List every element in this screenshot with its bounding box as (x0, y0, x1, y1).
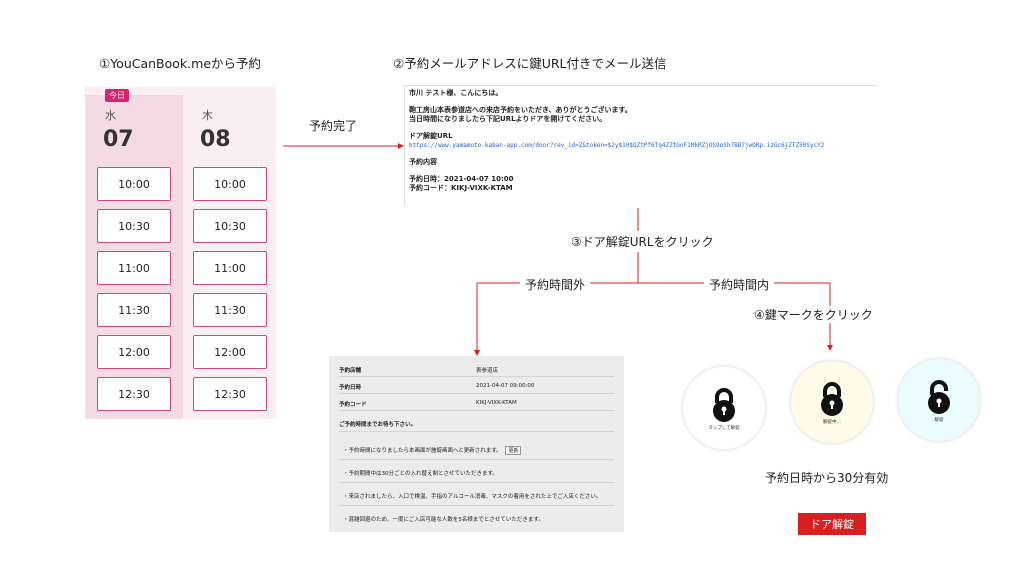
day-of-week-wed: 水 (105, 109, 116, 122)
time-slot-button[interactable]: 10:00 (193, 167, 267, 201)
lock-button-tap[interactable]: タップして解錠 (683, 367, 765, 449)
lock-button-unlocking[interactable]: 解錠中… (791, 361, 873, 443)
outside-hours-label: 予約時間外 (520, 276, 591, 293)
divider (339, 505, 614, 506)
email-body-2: 当日時間になりましたら下記URLよりドアを開けてください。 (409, 115, 607, 123)
time-slot-button[interactable]: 10:00 (97, 167, 171, 201)
time-slot-button[interactable]: 11:30 (193, 293, 267, 327)
divider (339, 459, 614, 460)
time-slot-button[interactable]: 11:00 (193, 251, 267, 285)
row-value: KIKJ-VIXK-KTAM (476, 400, 517, 406)
arrowhead-to-email (398, 143, 404, 149)
reservation-waiting-screen: 予約店舗 表参道店 予約日時 2021-04-07 09:00:00 予約コード… (329, 356, 624, 532)
reservation-row: 予約コード KIKJ-VIXK-KTAM (339, 394, 614, 411)
time-slot-button[interactable]: 12:00 (193, 335, 267, 369)
lock-caption: 解錠中… (823, 420, 841, 425)
email-url-heading: ドア解錠URL (409, 132, 453, 140)
booking-calendar: 今日 水 07 木 08 10:00 10:30 11:00 11:30 12:… (85, 87, 276, 419)
email-detail-heading: 予約内容 (409, 158, 437, 166)
row-value: 表参道店 (476, 368, 499, 374)
padlock-closed-icon (821, 382, 843, 416)
day-number-07: 07 (103, 127, 134, 152)
note-line: ・混雑回避のため、一度にご入店可能な人数を5名様までとさせていただきます。 (343, 517, 544, 523)
reservation-email: 市川 テスト様、こんにちは。 鞄工房山本表参道店への来店予約をいただき、ありがと… (404, 85, 877, 205)
row-key: 予約コード (339, 402, 367, 408)
door-unlock-button[interactable]: ドア解錠 (798, 513, 866, 535)
reservation-row: 予約日時 2021-04-07 09:00:00 (339, 377, 614, 394)
padlock-open-icon (928, 380, 950, 414)
email-body-1: 鞄工房山本表参道店への来店予約をいただき、ありがとうございます。 (409, 106, 632, 114)
lock-caption: タップして解錠 (708, 426, 740, 431)
lock-caption: 解錠 (934, 418, 944, 423)
step1-title: ①YouCanBook.meから予約 (99, 56, 262, 71)
email-code: 予約コード：KIKJ-VIXK-KTAM (409, 184, 513, 192)
row-key: 予約日時 (339, 385, 362, 391)
today-badge: 今日 (105, 89, 129, 102)
time-slot-button[interactable]: 10:30 (193, 209, 267, 243)
reservation-row: 予約店舗 表参道店 (339, 360, 614, 377)
note-line: ・予約期間中は30分ごとの入れ替え制とさせていただきます。 (343, 471, 498, 477)
wait-message: ご予約時間までお待ち下さい。 (339, 422, 417, 428)
divider (339, 482, 614, 483)
time-slot-button[interactable]: 10:30 (97, 209, 171, 243)
lock-button-unlocked[interactable]: 解錠 (898, 359, 980, 441)
arrowhead-outside (474, 350, 480, 356)
time-slot-button[interactable]: 12:00 (97, 335, 171, 369)
row-key: 予約店舗 (339, 368, 362, 374)
email-greeting: 市川 テスト様、こんにちは。 (409, 89, 503, 97)
time-slot-button[interactable]: 11:30 (97, 293, 171, 327)
row-value: 2021-04-07 09:00:00 (476, 383, 535, 389)
time-slot-button[interactable]: 12:30 (97, 377, 171, 411)
reserve-done-label: 予約完了 (309, 117, 358, 134)
note-line: ・予約時間になりましたら本画面が施錠画面へと更新されます。 更新 (343, 446, 522, 455)
divider (339, 431, 614, 432)
update-button[interactable]: 更新 (505, 446, 522, 455)
padlock-closed-icon (713, 388, 735, 422)
step2-title: ②予約メールアドレスに鍵URL付きでメール送信 (393, 56, 667, 71)
validity-note: 予約日時から30分有効 (765, 471, 889, 485)
note-text: ・予約時間になりましたら本画面が施錠画面へと更新されます。 (343, 448, 502, 454)
door-unlock-url-link[interactable]: https://www.yamamoto-kaban-app.com/door?… (409, 142, 825, 149)
time-slot-button[interactable]: 11:00 (97, 251, 171, 285)
step4-title: ④鍵マークをクリック (754, 306, 873, 323)
arrowhead-inside (827, 345, 833, 351)
note-line: ・来店されましたら、入口で検温、手指のアルコール消毒、マスクの着用をされた上でご… (343, 494, 602, 500)
day-of-week-thu: 木 (202, 109, 213, 122)
time-slot-button[interactable]: 12:30 (193, 377, 267, 411)
email-datetime: 予約日時：2021-04-07 10:00 (409, 175, 514, 183)
step3-title: ③ドア解錠URLをクリック (568, 233, 717, 250)
inside-hours-label: 予約時間内 (704, 276, 775, 293)
day-number-08: 08 (200, 127, 231, 152)
